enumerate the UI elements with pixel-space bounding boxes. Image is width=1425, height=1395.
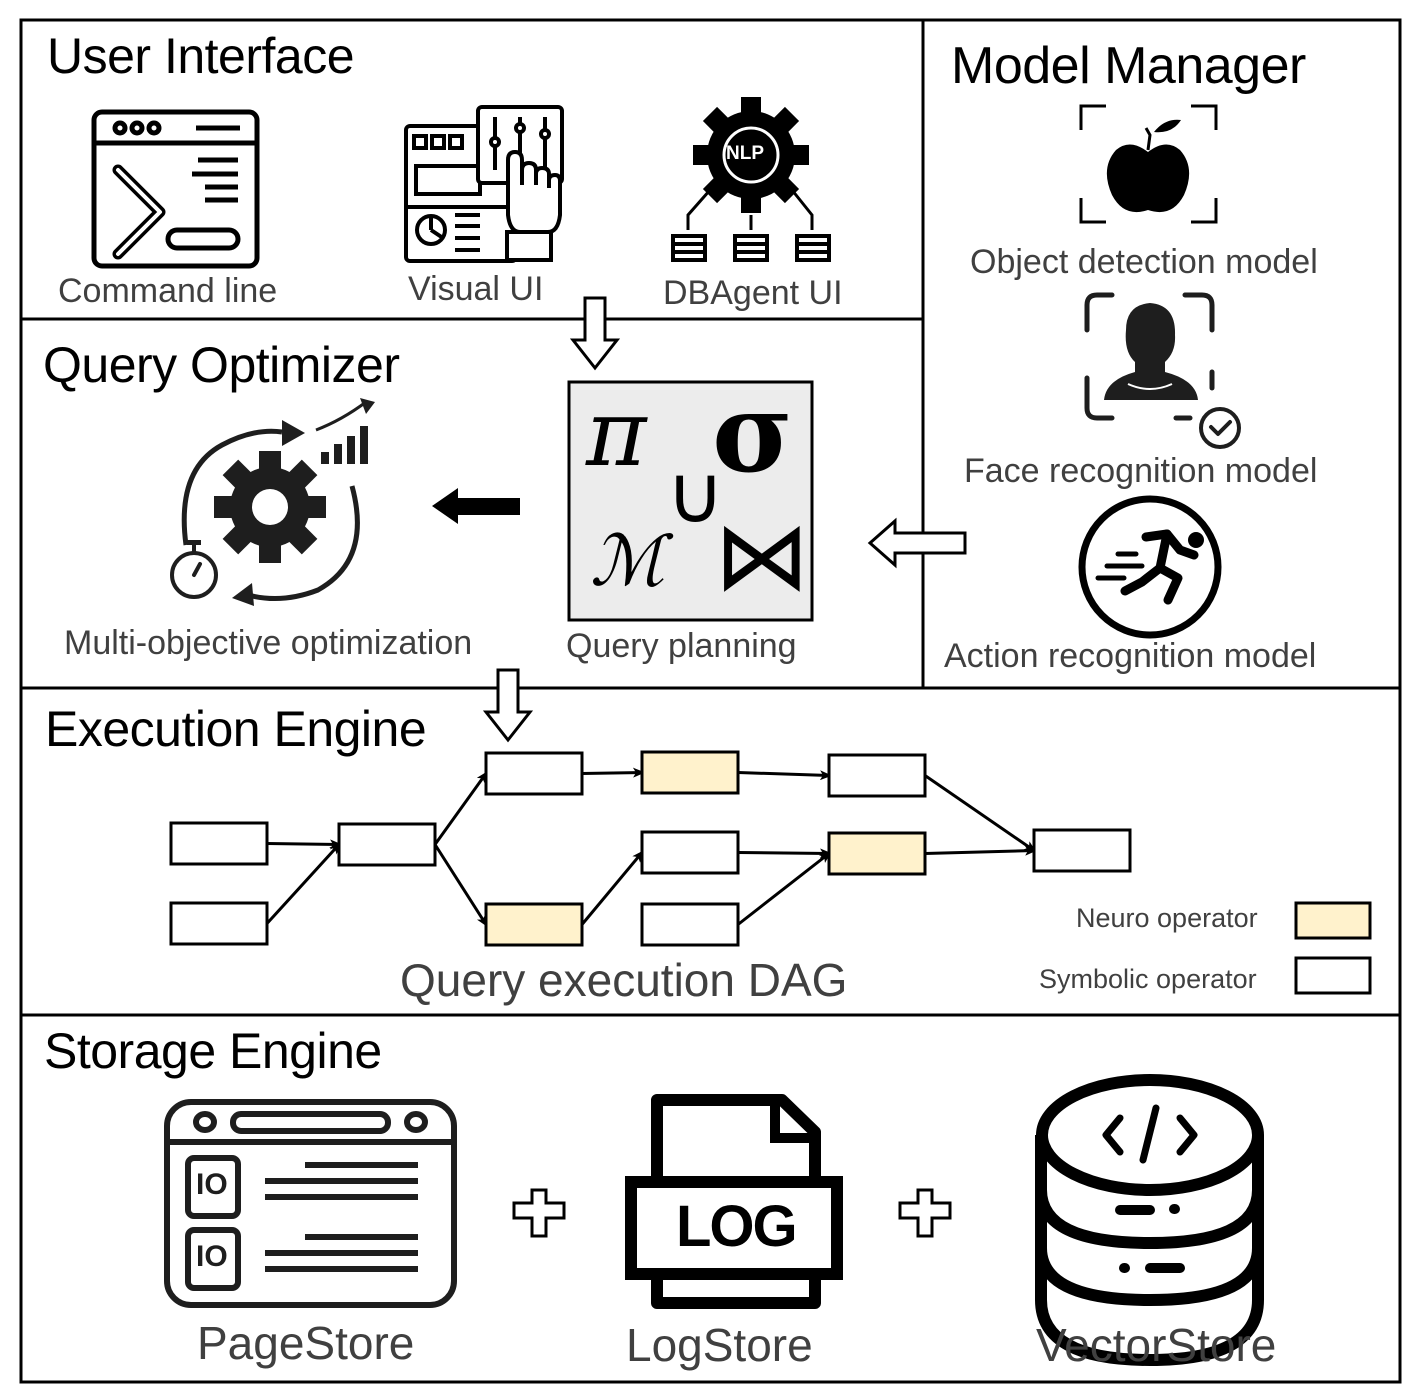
caption-action-recognition-model: Action recognition model [944, 637, 1317, 675]
dag-edge [581, 773, 642, 774]
caption-dbagent-ui: DBAgent UI [663, 274, 843, 312]
running-person-icon [1078, 495, 1222, 639]
dashboard-touch-icon [404, 105, 564, 263]
log-file-icon [625, 1094, 843, 1309]
caption-command-line: Command line [58, 272, 278, 310]
symbol-projection: π [586, 380, 647, 487]
dag-edge [433, 843, 486, 925]
dag-edge [737, 853, 829, 854]
symbol-join: ⋈ [714, 500, 810, 612]
nlp-gear-database-icon [671, 97, 831, 262]
apple-scan-icon [1079, 104, 1218, 224]
section-title-user-interface: User Interface [47, 28, 355, 84]
db-slot-indicators [1115, 1204, 1185, 1273]
nlp-badge: NLP [726, 143, 764, 164]
dag-edge [924, 851, 1034, 854]
dag-edge [433, 774, 486, 846]
io-badge: IO [196, 1240, 228, 1273]
legend-label-neuro: Neuro operator [1076, 903, 1258, 933]
plus-icon [512, 1188, 566, 1238]
dag-edge [924, 774, 1034, 851]
dag-node-neuro [640, 750, 740, 795]
dag-node-symbolic [827, 753, 927, 798]
dag-node-symbolic [640, 830, 740, 875]
dag-edge [265, 845, 339, 925]
caption-pagestore: PageStore [197, 1317, 415, 1369]
legend-neuro-swatch [1294, 901, 1372, 940]
dag-edge [266, 844, 339, 845]
page-store-window-icon [164, 1099, 457, 1308]
query-planning-box [567, 380, 814, 622]
arrow-planning-to-optimization [432, 488, 520, 524]
legend-symbolic-swatch [1294, 956, 1372, 995]
dag-edge [737, 773, 829, 776]
section-title-storage-engine: Storage Engine [44, 1023, 382, 1079]
dag-node-symbolic [640, 902, 740, 947]
dag-node-symbolic [169, 821, 269, 866]
dag-edge [737, 854, 829, 926]
caption-vectorstore: VectorStore [1036, 1319, 1277, 1371]
arrow-ui-to-planning [569, 296, 621, 371]
dag-edges [265, 773, 1034, 926]
code-brackets-icon [1102, 1104, 1198, 1164]
caption-face-recognition-model: Face recognition model [964, 452, 1318, 490]
dag-node-neuro [827, 831, 927, 876]
arrow-optimizer-to-execution [482, 668, 534, 743]
dag-node-symbolic [169, 901, 269, 946]
face-scan-check-icon [1084, 292, 1241, 449]
gear-cycle-chart-icon [170, 398, 375, 606]
caption-multi-objective-optimization: Multi-objective optimization [64, 624, 473, 662]
caption-object-detection-model: Object detection model [970, 243, 1318, 281]
symbol-model: ℳ [590, 520, 665, 602]
dag-edge [580, 853, 642, 926]
dag-nodes [169, 750, 1132, 947]
terminal-window-icon [91, 109, 260, 269]
dag-node-neuro [484, 902, 584, 947]
caption-logstore: LogStore [626, 1319, 813, 1371]
symbol-union: ∪ [666, 448, 725, 541]
caption-query-execution-dag: Query execution DAG [400, 954, 848, 1006]
section-title-model-manager: Model Manager [951, 37, 1306, 95]
log-badge: LOG [676, 1194, 798, 1259]
symbol-selection: σ [712, 368, 794, 497]
caption-query-planning: Query planning [566, 627, 797, 665]
section-title-query-optimizer: Query Optimizer [43, 337, 400, 393]
arrow-models-to-planning [867, 517, 967, 569]
plus-icon [898, 1188, 952, 1238]
io-badge: IO [196, 1168, 228, 1201]
dag-node-symbolic [1032, 828, 1132, 873]
legend-label-symbolic: Symbolic operator [1039, 964, 1257, 994]
dag-node-symbolic [484, 751, 584, 796]
code-database-icon [1035, 1074, 1264, 1367]
outer-frame [19, 18, 1402, 1384]
dag-node-symbolic [337, 822, 437, 867]
caption-visual-ui: Visual UI [408, 270, 544, 308]
section-title-execution-engine: Execution Engine [45, 701, 427, 757]
